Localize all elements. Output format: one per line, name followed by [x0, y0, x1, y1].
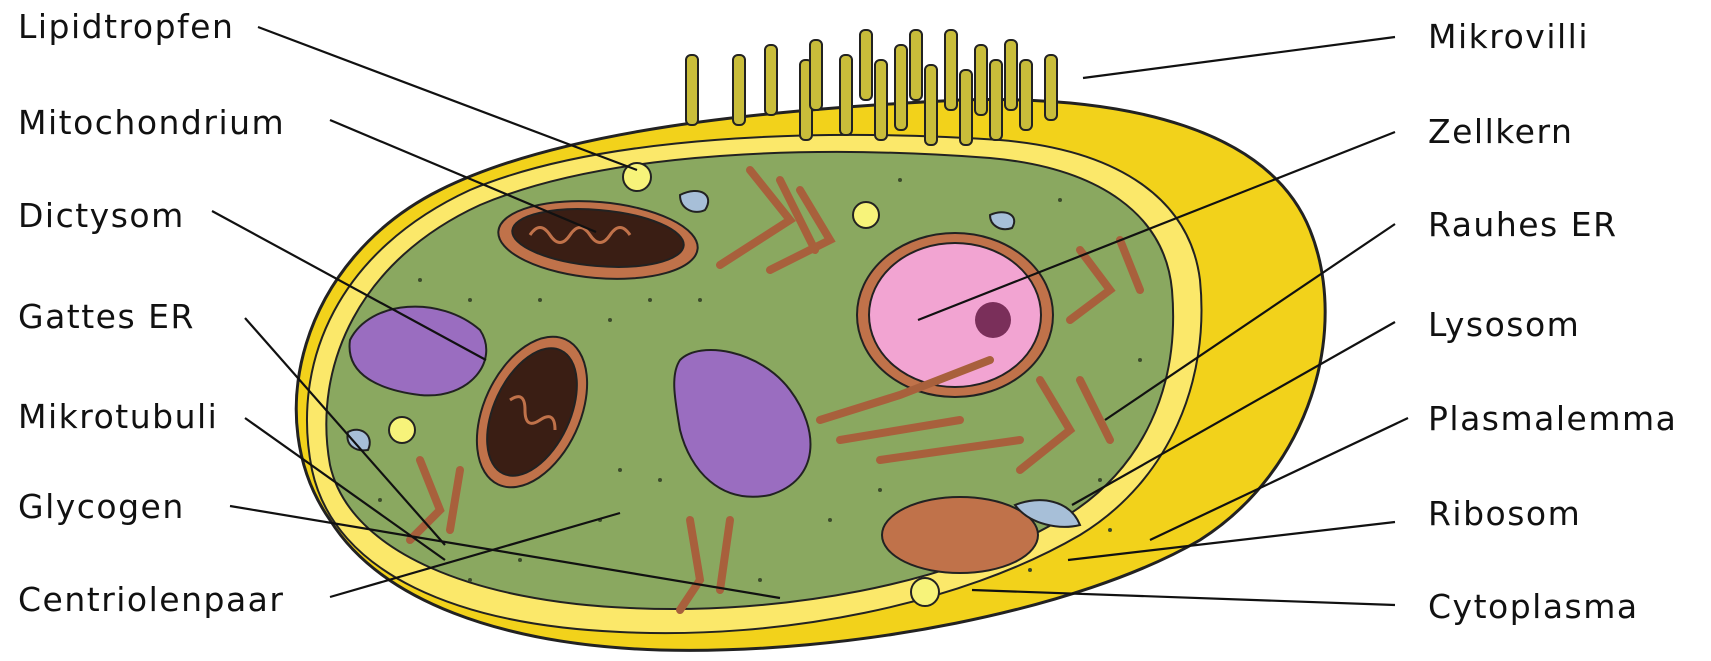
label-mitochondrium: Mitochondrium — [18, 106, 285, 139]
label-lysosom: Lysosom — [1428, 308, 1580, 341]
label-cytoplasma: Cytoplasma — [1428, 590, 1639, 623]
label-zellkern: Zellkern — [1428, 115, 1573, 148]
label-mikrovilli: Mikrovilli — [1428, 20, 1589, 53]
label-centriolenpaar: Centriolenpaar — [18, 583, 284, 616]
label-gattes-er: Gattes ER — [18, 300, 195, 333]
label-dictysom: Dictysom — [18, 199, 185, 232]
label-ribosom: Ribosom — [1428, 497, 1581, 530]
label-glycogen: Glycogen — [18, 490, 185, 523]
label-plasmalemma: Plasmalemma — [1428, 402, 1677, 435]
label-lipidtropfen: Lipidtropfen — [18, 10, 234, 43]
label-mikrotubuli: Mikrotubuli — [18, 400, 218, 433]
label-rauhes-er: Rauhes ER — [1428, 208, 1618, 241]
